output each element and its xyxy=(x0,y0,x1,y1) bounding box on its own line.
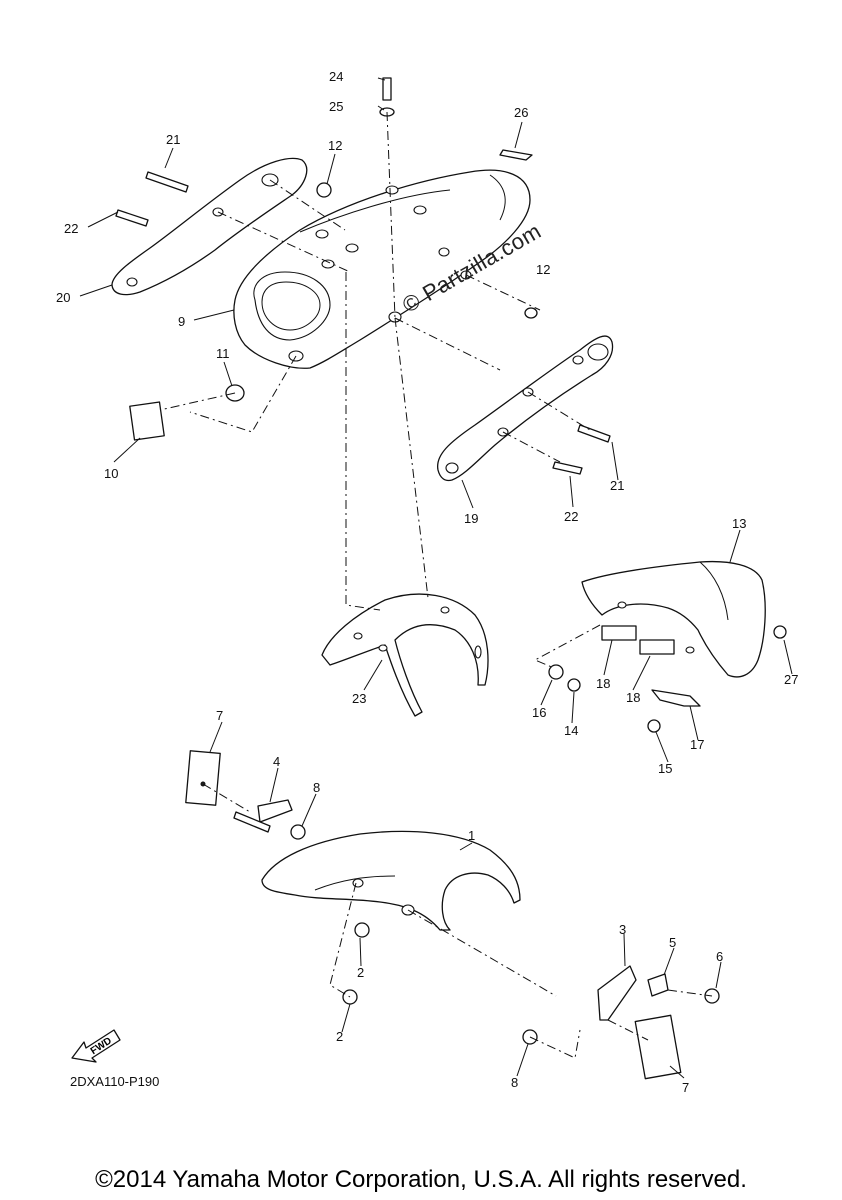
callout-23: 23 xyxy=(352,691,366,706)
callout-15: 15 xyxy=(658,761,672,776)
callout-6: 6 xyxy=(716,949,723,964)
callout-7-bottom: 7 xyxy=(682,1080,689,1095)
callout-4: 4 xyxy=(273,754,280,769)
callout-18-right: 18 xyxy=(626,690,640,705)
leader-lines xyxy=(79,77,793,1079)
callout-2-upper: 2 xyxy=(357,965,364,980)
callout-10: 10 xyxy=(104,466,118,481)
diagram-code: 2DXA110-P190 xyxy=(70,1074,160,1089)
callout-3: 3 xyxy=(619,922,626,937)
callout-24: 24 xyxy=(329,69,343,84)
rear-fender[interactable] xyxy=(233,169,531,369)
callout-25: 25 xyxy=(329,99,343,114)
callout-11: 11 xyxy=(216,346,230,361)
clip-17[interactable] xyxy=(651,689,701,707)
callout-27: 27 xyxy=(784,672,798,687)
callout-12-right: 12 xyxy=(536,262,550,277)
callout-2-lower: 2 xyxy=(336,1029,343,1044)
bracket-3[interactable] xyxy=(597,965,637,1021)
callout-26: 26 xyxy=(514,105,528,120)
reflector-top[interactable] xyxy=(185,750,221,806)
fender-stay-right[interactable] xyxy=(437,335,614,482)
fender-brace[interactable] xyxy=(321,593,489,717)
callout-14: 14 xyxy=(564,723,578,738)
callout-8-bottom: 8 xyxy=(511,1075,518,1090)
reflector-bottom[interactable] xyxy=(634,1014,682,1080)
callout-20: 20 xyxy=(56,290,70,305)
fender-stay-left[interactable] xyxy=(111,157,308,296)
callout-1: 1 xyxy=(468,828,475,843)
inner-fender[interactable] xyxy=(581,560,766,678)
callout-22-right: 22 xyxy=(564,509,578,524)
callout-8-top: 8 xyxy=(313,780,320,795)
seal-10[interactable] xyxy=(129,401,165,441)
callout-22-top: 22 xyxy=(64,221,78,236)
callout-21-right: 21 xyxy=(610,478,624,493)
callout-9: 9 xyxy=(178,314,185,329)
callout-21-top: 21 xyxy=(166,132,180,147)
callout-19: 19 xyxy=(464,511,478,526)
bracket-4[interactable] xyxy=(257,799,293,823)
decal-26[interactable] xyxy=(499,149,533,161)
callout-13: 13 xyxy=(732,516,746,531)
callout-5: 5 xyxy=(669,935,676,950)
callout-7-top: 7 xyxy=(216,708,223,723)
front-fender[interactable] xyxy=(261,830,521,931)
fasteners xyxy=(115,77,787,1045)
callout-17: 17 xyxy=(690,737,704,752)
assembly-lines xyxy=(159,111,713,1059)
callout-18-left: 18 xyxy=(596,676,610,691)
callout-numbers: 24 25 26 12 21 22 20 9 11 10 12 19 22 21… xyxy=(56,69,798,1095)
callout-16: 16 xyxy=(532,705,546,720)
callout-12-top: 12 xyxy=(328,138,342,153)
bracket-5[interactable] xyxy=(647,973,669,997)
copyright-notice: ©2014 Yamaha Motor Corporation, U.S.A. A… xyxy=(95,1166,747,1193)
forward-arrow-icon: FWD xyxy=(71,1029,121,1063)
